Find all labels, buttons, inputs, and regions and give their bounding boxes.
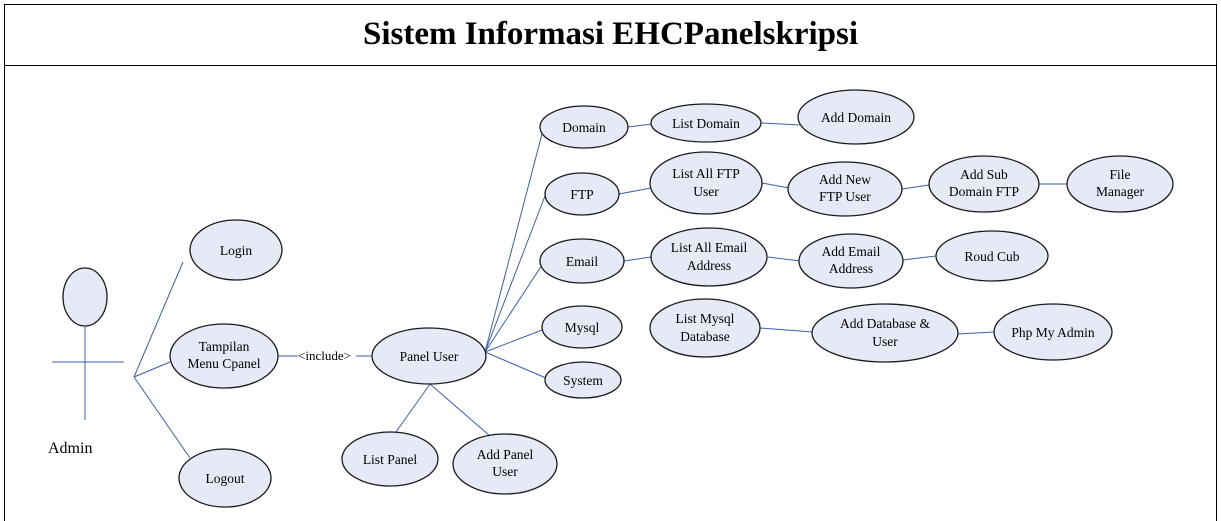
use-case-add-sub-domain-ftp[interactable]: Add Sub Domain FTP <box>928 155 1040 213</box>
use-case-label: Email <box>566 254 598 269</box>
assoc-addftp-subdomain <box>901 184 930 190</box>
use-case-panel-user[interactable]: Panel User <box>371 327 487 385</box>
use-case-list-mysql-database[interactable]: List Mysql Database <box>649 298 761 358</box>
assoc-addemail-roudcub <box>901 255 937 261</box>
use-case-label: Logout <box>206 471 245 486</box>
assoc-panel-listpanel <box>395 383 431 433</box>
assoc-listemail-addemail <box>767 256 801 262</box>
use-case-add-database-user[interactable]: Add Database & User <box>811 303 959 363</box>
row-associations <box>618 122 1067 335</box>
use-case-label-line2: Address <box>829 261 873 276</box>
use-case-label-line2: Manager <box>1096 184 1144 199</box>
use-case-label-line2: FTP User <box>819 189 871 204</box>
use-case-domain[interactable]: Domain <box>539 105 629 149</box>
panel-user-associations <box>395 129 547 437</box>
include-relation: <include> <box>278 348 372 363</box>
assoc-panel-addpaneluser <box>429 383 491 437</box>
assoc-listftp-addftp <box>761 182 790 189</box>
diagram-frame <box>4 4 1217 521</box>
use-case-php-my-admin[interactable]: Php My Admin <box>993 303 1113 361</box>
use-case-roud-cub[interactable]: Roud Cub <box>935 230 1049 282</box>
use-case-label-line2: User <box>872 334 898 349</box>
use-case-label: System <box>563 373 603 388</box>
use-case-label: Domain <box>562 120 606 135</box>
use-case-label-line1: File <box>1109 167 1130 182</box>
use-case-file-manager[interactable]: File Manager <box>1066 155 1174 213</box>
use-case-ftp[interactable]: FTP <box>544 172 620 216</box>
use-case-label: FTP <box>570 187 593 202</box>
use-case-list-panel[interactable]: List Panel <box>341 431 439 487</box>
use-case-login[interactable]: Login <box>189 219 283 281</box>
actor-label: Admin <box>48 440 92 457</box>
use-case-label-line1: List Mysql <box>676 311 735 326</box>
use-case-system[interactable]: System <box>544 361 622 399</box>
use-case-mysql[interactable]: Mysql <box>541 305 623 349</box>
include-label: <include> <box>298 348 351 363</box>
use-case-label-line2: Menu Cpanel <box>187 356 260 371</box>
use-case-label-line1: Add Database & <box>840 316 930 331</box>
assoc-panel-domain <box>484 129 544 353</box>
use-case-label: Roud Cub <box>964 249 1019 264</box>
assoc-listdomain-adddomain <box>760 122 801 126</box>
assoc-ftp-listftp <box>618 187 652 195</box>
use-case-label-line2: User <box>492 464 518 479</box>
use-case-add-panel-user[interactable]: Add Panel User <box>452 433 558 495</box>
assoc-panel-mysql <box>484 329 543 353</box>
use-case-label-line2: Address <box>687 258 731 273</box>
assoc-panel-system <box>484 351 547 379</box>
use-case-label-line2: Domain FTP <box>949 184 1019 199</box>
use-case-label: Php My Admin <box>1011 325 1095 340</box>
use-case-label: List Panel <box>363 452 418 467</box>
use-case-label-line2: User <box>693 184 719 199</box>
actor-associations <box>133 261 191 459</box>
assoc-admin-login <box>133 261 184 378</box>
use-case-label-line2: Database <box>680 329 729 344</box>
assoc-listmysql-adddb <box>759 327 814 333</box>
use-case-label: Login <box>220 243 252 258</box>
assoc-admin-tampilan <box>133 361 171 378</box>
use-case-label-line1: Tampilan <box>199 339 250 354</box>
title-bar: Sistem Informasi EHCPanelskripsi <box>4 4 1217 66</box>
use-case-label-line1: List All FTP <box>672 166 740 181</box>
use-case-tampilan-menu-cpanel[interactable]: Tampilan Menu Cpanel <box>169 323 279 389</box>
use-case-add-email-address[interactable]: Add Email Address <box>798 233 904 289</box>
use-case-label-line1: List All Email <box>671 240 748 255</box>
use-case-add-new-ftp-user[interactable]: Add New FTP User <box>787 161 903 217</box>
use-case-label: List Domain <box>672 116 740 131</box>
use-case-label-line1: Add New <box>819 172 871 187</box>
assoc-email-listemail <box>623 256 652 262</box>
use-case-list-domain[interactable]: List Domain <box>650 103 762 143</box>
assoc-panel-ftp <box>484 195 546 353</box>
use-case-logout[interactable]: Logout <box>178 448 272 508</box>
actor-head <box>62 267 108 327</box>
assoc-admin-logout <box>133 376 191 459</box>
actor-admin: Admin <box>48 267 124 457</box>
use-case-label: Mysql <box>565 320 600 335</box>
use-case-label-line1: Add Panel <box>477 447 534 462</box>
assoc-adddb-phpmyadmin <box>957 331 995 335</box>
assoc-panel-email <box>484 261 545 353</box>
use-case-list-all-ftp-user[interactable]: List All FTP User <box>649 151 763 215</box>
use-case-email[interactable]: Email <box>539 238 625 284</box>
use-case-list-all-email-address[interactable]: List All Email Address <box>650 227 768 287</box>
use-case-label: Panel User <box>400 349 459 364</box>
use-case-label-line1: Add Sub <box>960 167 1008 182</box>
use-case-label: Add Domain <box>821 110 891 125</box>
use-case-add-domain[interactable]: Add Domain <box>797 89 915 145</box>
assoc-domain-listdomain <box>627 123 653 128</box>
diagram-title: Sistem Informasi EHCPanelskripsi <box>362 16 859 52</box>
use-case-label-line1: Add Email <box>822 244 881 259</box>
